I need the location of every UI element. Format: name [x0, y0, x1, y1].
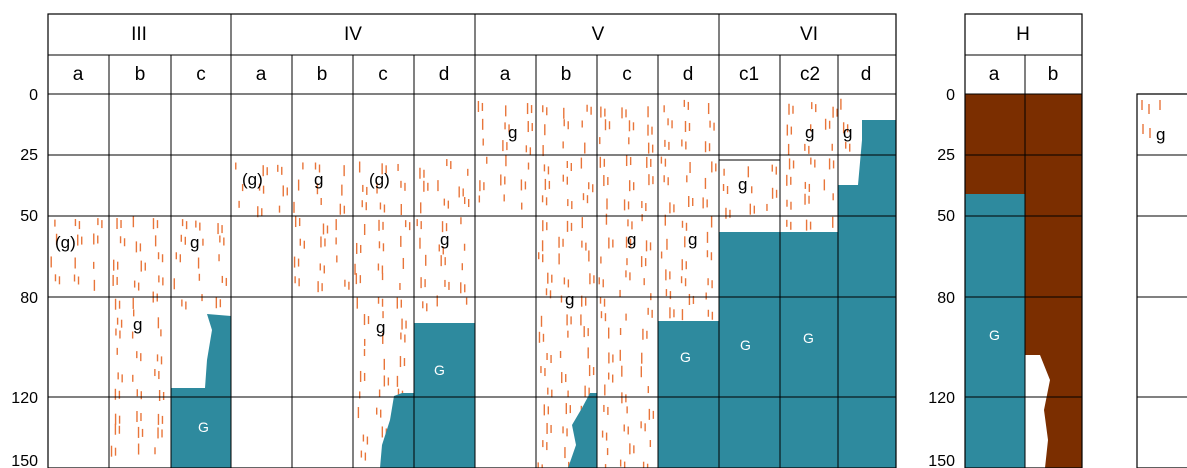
depth-tick-150: 150 — [11, 453, 38, 468]
label-V-d-g: g — [688, 230, 697, 249]
col-IV-a: a — [256, 64, 267, 85]
mottle-region-1 — [51, 218, 102, 291]
mottle-region-11 — [661, 100, 715, 320]
depth-tick-80: 80 — [20, 290, 38, 307]
gley-region-2 — [380, 323, 475, 468]
gley-region-3 — [568, 393, 597, 468]
label-IV-d-g: g — [440, 230, 449, 249]
label-VI-d-g: g — [843, 123, 852, 142]
legend-label-g: g — [1156, 125, 1165, 144]
h-depth-tick-50: 50 — [937, 208, 955, 225]
label-IV-c-g: g — [376, 318, 385, 337]
h-profile-fills — [965, 94, 1082, 468]
col-V-a: a — [500, 64, 511, 85]
col-V-b: b — [561, 64, 572, 85]
legend-box — [1137, 94, 1187, 468]
label-IV-d-G: G — [434, 362, 445, 378]
label-III-b-g: g — [133, 315, 142, 334]
depth-tick-0: 0 — [29, 87, 38, 104]
mottle-region-12 — [724, 165, 777, 219]
depth-tick-120: 120 — [11, 390, 38, 407]
gley-region-4 — [658, 120, 896, 468]
col-IV-b: b — [317, 64, 328, 85]
mottle-region-3 — [174, 219, 226, 309]
group-header-III: III — [131, 24, 147, 45]
label-H-a-G: G — [989, 327, 1000, 343]
col-VI-c2: c2 — [800, 64, 820, 85]
h-depth-tick-25: 25 — [937, 147, 955, 164]
group-header-V: V — [592, 24, 605, 45]
label-VI-c1-G: G — [740, 337, 751, 353]
label-V-a-g: g — [508, 123, 517, 142]
gley-regions — [171, 120, 896, 468]
group-header-H: H — [1016, 24, 1030, 45]
col-H-b: b — [1048, 64, 1059, 85]
h-profile: H a b 0 25 50 80 120 150 G — [928, 14, 1082, 468]
col-IV-c: c — [378, 64, 388, 85]
label-V-d-G: G — [680, 349, 691, 365]
label-IV-a-g-paren: (g) — [242, 170, 263, 189]
col-III-c: c — [196, 64, 206, 85]
label-III-c-g: g — [190, 233, 199, 252]
mottle-region-10 — [599, 106, 653, 468]
legend-frame — [1137, 94, 1187, 468]
gley-region-1 — [171, 314, 231, 468]
depth-axis: 0 25 50 80 120 150 — [11, 87, 38, 468]
depth-tick-50: 50 — [20, 208, 38, 225]
label-V-b-g: g — [565, 290, 574, 309]
label-V-c-g: g — [627, 230, 636, 249]
h-a-organic-layer — [965, 94, 1025, 194]
depth-tick-25: 25 — [20, 147, 38, 164]
label-VI-c1-g: g — [738, 175, 747, 194]
col-H-a: a — [989, 64, 1000, 85]
col-VI-d: d — [861, 64, 872, 85]
col-III-b: b — [135, 64, 146, 85]
col-V-c: c — [622, 64, 632, 85]
col-III-a: a — [73, 64, 84, 85]
label-VI-c2-G: G — [803, 330, 814, 346]
mottle-region-2 — [112, 216, 164, 456]
col-V-d: d — [683, 64, 694, 85]
h-depth-tick-80: 80 — [937, 290, 955, 307]
h-depth-tick-0: 0 — [946, 87, 955, 104]
mottle-region-13 — [787, 102, 837, 231]
group-header-VI: VI — [800, 24, 818, 45]
label-III-a-g-paren: (g) — [55, 233, 76, 252]
label-IV-c-g-paren: (g) — [369, 170, 390, 189]
h-depth-tick-120: 120 — [928, 390, 955, 407]
header-columns: a b c a b c d a b c d c1 c2 d — [73, 64, 872, 85]
label-III-c-G: G — [198, 419, 209, 435]
label-VI-c2-g: g — [805, 123, 814, 142]
group-header-IV: IV — [344, 24, 362, 45]
main-profile-grid: III IV V VI a b c a b c d a b c d c1 c2 … — [11, 14, 896, 468]
col-VI-c1: c1 — [739, 64, 759, 85]
h-depth-tick-150: 150 — [928, 453, 955, 468]
col-IV-d: d — [439, 64, 450, 85]
label-IV-b-g: g — [314, 170, 323, 189]
legend: g — [1137, 94, 1187, 468]
h-b-organic-layer — [1025, 94, 1082, 468]
